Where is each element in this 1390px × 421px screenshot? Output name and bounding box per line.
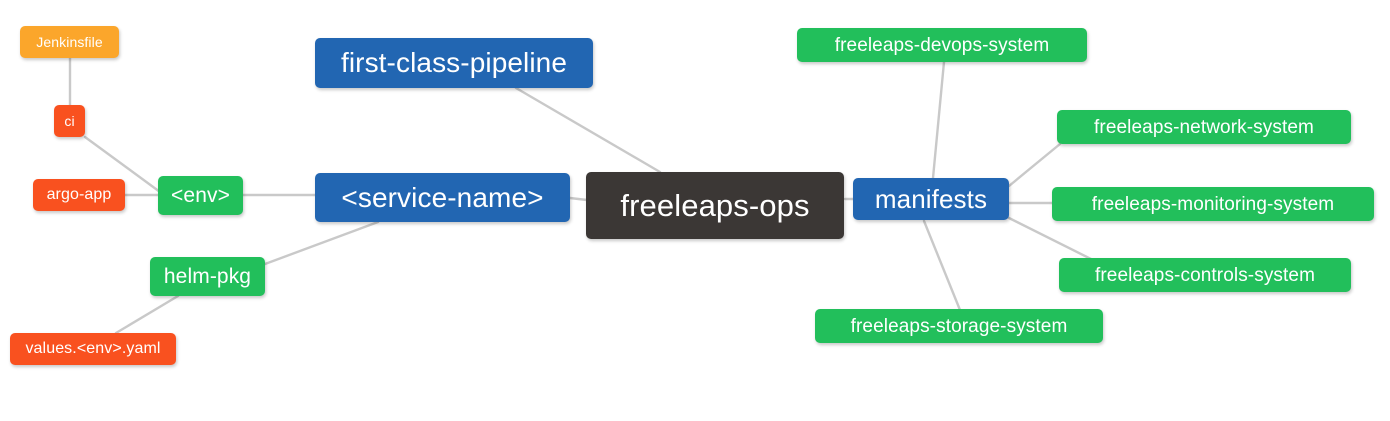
node-label: freeleaps-monitoring-system [1091, 193, 1335, 215]
node-manifests[interactable]: manifests [853, 178, 1009, 220]
node-label: <env> [171, 184, 230, 207]
node-label: helm-pkg [163, 265, 252, 288]
node-label: argo-app [46, 186, 112, 203]
node-label: freeleaps-ops [620, 188, 810, 223]
node-label: Jenkinsfile [36, 34, 103, 50]
node-label: freeleaps-controls-system [1094, 264, 1316, 286]
node-label: values.<env>.yaml [25, 340, 161, 357]
edge-manifests-devops [931, 60, 946, 180]
node-label: first-class-pipeline [340, 47, 568, 78]
node-argo-app[interactable]: argo-app [33, 179, 125, 211]
node-freeleaps-devops-system[interactable]: freeleaps-devops-system [797, 28, 1087, 62]
node-jenkinsfile[interactable]: Jenkinsfile [20, 26, 119, 58]
edge-servicename-root [568, 196, 589, 202]
edge-manifests-network [1007, 142, 1062, 188]
node-freeleaps-network-system[interactable]: freeleaps-network-system [1057, 110, 1351, 144]
node-freeleaps-controls-system[interactable]: freeleaps-controls-system [1059, 258, 1351, 292]
node-label: freeleaps-devops-system [834, 34, 1050, 56]
edge-valuesyaml-helmpkg [114, 294, 180, 335]
node-ci[interactable]: ci [54, 105, 85, 137]
node-label: manifests [874, 184, 988, 214]
node-env[interactable]: <env> [158, 176, 243, 215]
node-freeleaps-monitoring-system[interactable]: freeleaps-monitoring-system [1052, 187, 1374, 221]
edge-manifests-storage [922, 219, 962, 312]
node-label: ci [64, 113, 75, 129]
node-freeleaps-storage-system[interactable]: freeleaps-storage-system [815, 309, 1103, 343]
node-label: freeleaps-storage-system [850, 315, 1068, 337]
edge-helmpkg-servicename [263, 220, 380, 266]
edge-pipeline-root [514, 86, 662, 174]
node-values-yaml[interactable]: values.<env>.yaml [10, 333, 176, 365]
node-label: freeleaps-network-system [1094, 116, 1314, 138]
node-first-class-pipeline[interactable]: first-class-pipeline [315, 38, 593, 88]
node-helm-pkg[interactable]: helm-pkg [150, 257, 265, 296]
edge-manifests-controls [1007, 216, 1099, 264]
node-root-freeleaps-ops[interactable]: freeleaps-ops [586, 172, 844, 239]
node-label: <service-name> [341, 181, 544, 213]
node-service-name[interactable]: <service-name> [315, 173, 570, 222]
